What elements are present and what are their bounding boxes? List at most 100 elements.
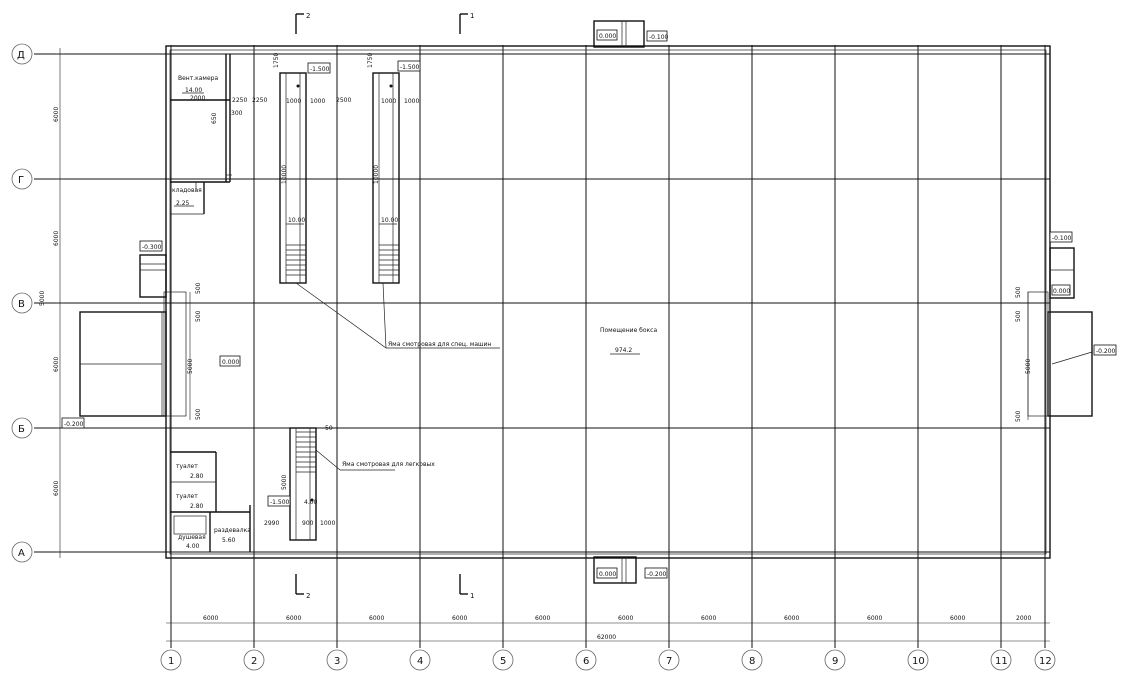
dim-500f: 500 bbox=[1015, 410, 1022, 422]
axis-col-5: 5 bbox=[500, 656, 506, 667]
col-span-8: 6000 bbox=[784, 615, 799, 622]
level-left-small: -0.300 bbox=[142, 244, 162, 251]
row-span-1: 6000 bbox=[53, 107, 60, 122]
axis-col-7: 7 bbox=[666, 656, 672, 667]
axis-col-8: 8 bbox=[749, 656, 755, 667]
total-length: 62000 bbox=[597, 634, 616, 641]
room-pantry-label: кладовая bbox=[172, 187, 202, 194]
dim-500b: 500 bbox=[195, 310, 202, 322]
dim-50: 50 bbox=[325, 425, 333, 432]
room-wc1-area: 2.80 bbox=[190, 473, 204, 480]
dim-500a: 500 bbox=[195, 282, 202, 294]
axis-col-2: 2 bbox=[251, 656, 257, 667]
dim-pit2-1000c: 1000 bbox=[404, 98, 419, 105]
dim-300: 300 bbox=[231, 110, 243, 117]
room-pantry-area: 2.25 bbox=[176, 200, 190, 207]
axis-col-12: 12 bbox=[1039, 656, 1052, 667]
col-span-6: 6000 bbox=[618, 615, 633, 622]
col-span-5: 6000 bbox=[535, 615, 550, 622]
dim-650: 650 bbox=[211, 112, 218, 124]
axis-row-G: Г bbox=[18, 175, 24, 186]
pit1-area: 10.00 bbox=[288, 217, 305, 224]
room-shower-label: душевая bbox=[178, 534, 206, 541]
col-span-9: 6000 bbox=[867, 615, 882, 622]
col-span-1: 6000 bbox=[203, 615, 218, 622]
level-top-entry: 0.000 bbox=[599, 33, 616, 40]
section-1-top: 1 bbox=[470, 12, 474, 20]
room-dressing-label: раздевалка bbox=[214, 527, 251, 534]
axis-col-6: 6 bbox=[583, 656, 589, 667]
dim-pit2-10000: 10000 bbox=[373, 165, 380, 184]
dim-5000c: 5000 bbox=[281, 475, 288, 490]
left-small-entry: -0.300 bbox=[139, 240, 167, 298]
note-pit-special: Яма смотровая для спец. машин bbox=[388, 341, 491, 348]
col-span-3: 6000 bbox=[369, 615, 384, 622]
room-hall-area: 974.2 bbox=[615, 347, 632, 354]
dim-500e: 500 bbox=[1015, 310, 1022, 322]
axis-col-9: 9 bbox=[832, 656, 838, 667]
pit-special-note: Яма смотровая для спец. машин bbox=[295, 282, 500, 349]
level-right-small-inner: 0.000 bbox=[1053, 288, 1070, 295]
axis-col-10: 10 bbox=[912, 656, 925, 667]
level-hall: 0.000 bbox=[222, 359, 239, 366]
inspection-pit-1: -1.500 10.00 1000 10000 1750 2250 bbox=[252, 53, 331, 284]
row-axis-markers: Д Г В Б А bbox=[11, 43, 33, 563]
vent-chamber: Вент.камера 14.00 2000 650 300 2250 bbox=[170, 54, 247, 182]
col-span-2: 6000 bbox=[286, 615, 301, 622]
inspection-pit-2: -1.500 10.00 1000 1000 10000 1750 2500 1… bbox=[310, 53, 421, 284]
right-side-dims: 500 500 5000 500 bbox=[1015, 286, 1032, 422]
axis-row-B: Б bbox=[18, 424, 25, 435]
room-hall-label: Помещение бокса bbox=[600, 327, 657, 334]
column-axis-markers: 1 2 3 4 5 6 7 8 9 10 11 12 bbox=[160, 649, 1056, 671]
level-pit1: -1.500 bbox=[310, 66, 330, 73]
col-span-7: 6000 bbox=[701, 615, 716, 622]
level-pit2: -1.500 bbox=[400, 64, 420, 71]
axis-col-1: 1 bbox=[168, 656, 174, 667]
dim-2990: 2990 bbox=[264, 520, 279, 527]
dim-900: 900 bbox=[302, 520, 314, 527]
room-dressing-area: 5.60 bbox=[222, 537, 236, 544]
col-span-10: 6000 bbox=[950, 615, 965, 622]
right-gate: -0.200 bbox=[1027, 291, 1117, 417]
level-pit3: -1.500 bbox=[270, 499, 290, 506]
level-left-gate: -0.200 bbox=[64, 421, 84, 428]
dim-2250b: 2250 bbox=[252, 97, 267, 104]
section-2-top: 2 bbox=[306, 12, 310, 20]
dim-2000: 2000 bbox=[190, 95, 205, 102]
dim-pit2-1750: 1750 bbox=[367, 53, 374, 68]
dim-pit1-1000a: 1000 bbox=[286, 98, 301, 105]
left-side-dims: 500 500 5000 500 bbox=[187, 282, 202, 420]
bottom-entry: 0.000 -0.200 bbox=[593, 556, 668, 584]
dim-5000b: 5000 bbox=[1025, 359, 1032, 374]
row-span-3: 6000 bbox=[53, 357, 60, 372]
section-1-bottom: 1 bbox=[470, 592, 474, 600]
note-pit-cars: Яма смотровая для легковых bbox=[342, 461, 435, 468]
dim-1000d: 1000 bbox=[310, 98, 325, 105]
row-span-4: 6000 bbox=[53, 481, 60, 496]
section-2-bottom: 2 bbox=[306, 592, 310, 600]
level-right-small: -0.100 bbox=[1052, 235, 1072, 242]
level-bottom-entry: 0.000 bbox=[599, 571, 616, 578]
left-gate: -0.200 bbox=[61, 291, 187, 429]
outer-walls bbox=[165, 45, 1051, 559]
right-small-entry: -0.100 0.000 bbox=[1049, 231, 1075, 299]
axis-row-D: Д bbox=[17, 50, 25, 61]
room-wc2-area: 2.80 bbox=[190, 503, 204, 510]
column-grid-lines bbox=[170, 45, 1046, 648]
row-grid-lines bbox=[34, 53, 1050, 553]
dim-500c: 500 bbox=[195, 408, 202, 420]
left-dimension-chain: 6000 6000 6000 6000 5000 bbox=[39, 48, 64, 558]
hall-room: Помещение бокса 974.2 0.000 bbox=[219, 327, 657, 367]
axis-col-11: 11 bbox=[995, 656, 1008, 667]
inspection-pit-3: -1.500 4.00 5000 900 1000 50 2990 Яма см… bbox=[264, 425, 435, 541]
level-top-entry-outer: -0.100 bbox=[649, 34, 669, 41]
dim-pit2-1000b: 1000 bbox=[381, 98, 396, 105]
col-span-4: 6000 bbox=[452, 615, 467, 622]
level-bottom-entry-outer: -0.200 bbox=[647, 571, 667, 578]
room-wc2-label: туалет bbox=[176, 493, 198, 500]
room-shower-area: 4.00 bbox=[186, 543, 200, 550]
dim-1000e: 1000 bbox=[320, 520, 335, 527]
pantry-room: кладовая 2.25 bbox=[170, 181, 230, 215]
dim-2500: 2500 bbox=[336, 97, 351, 104]
